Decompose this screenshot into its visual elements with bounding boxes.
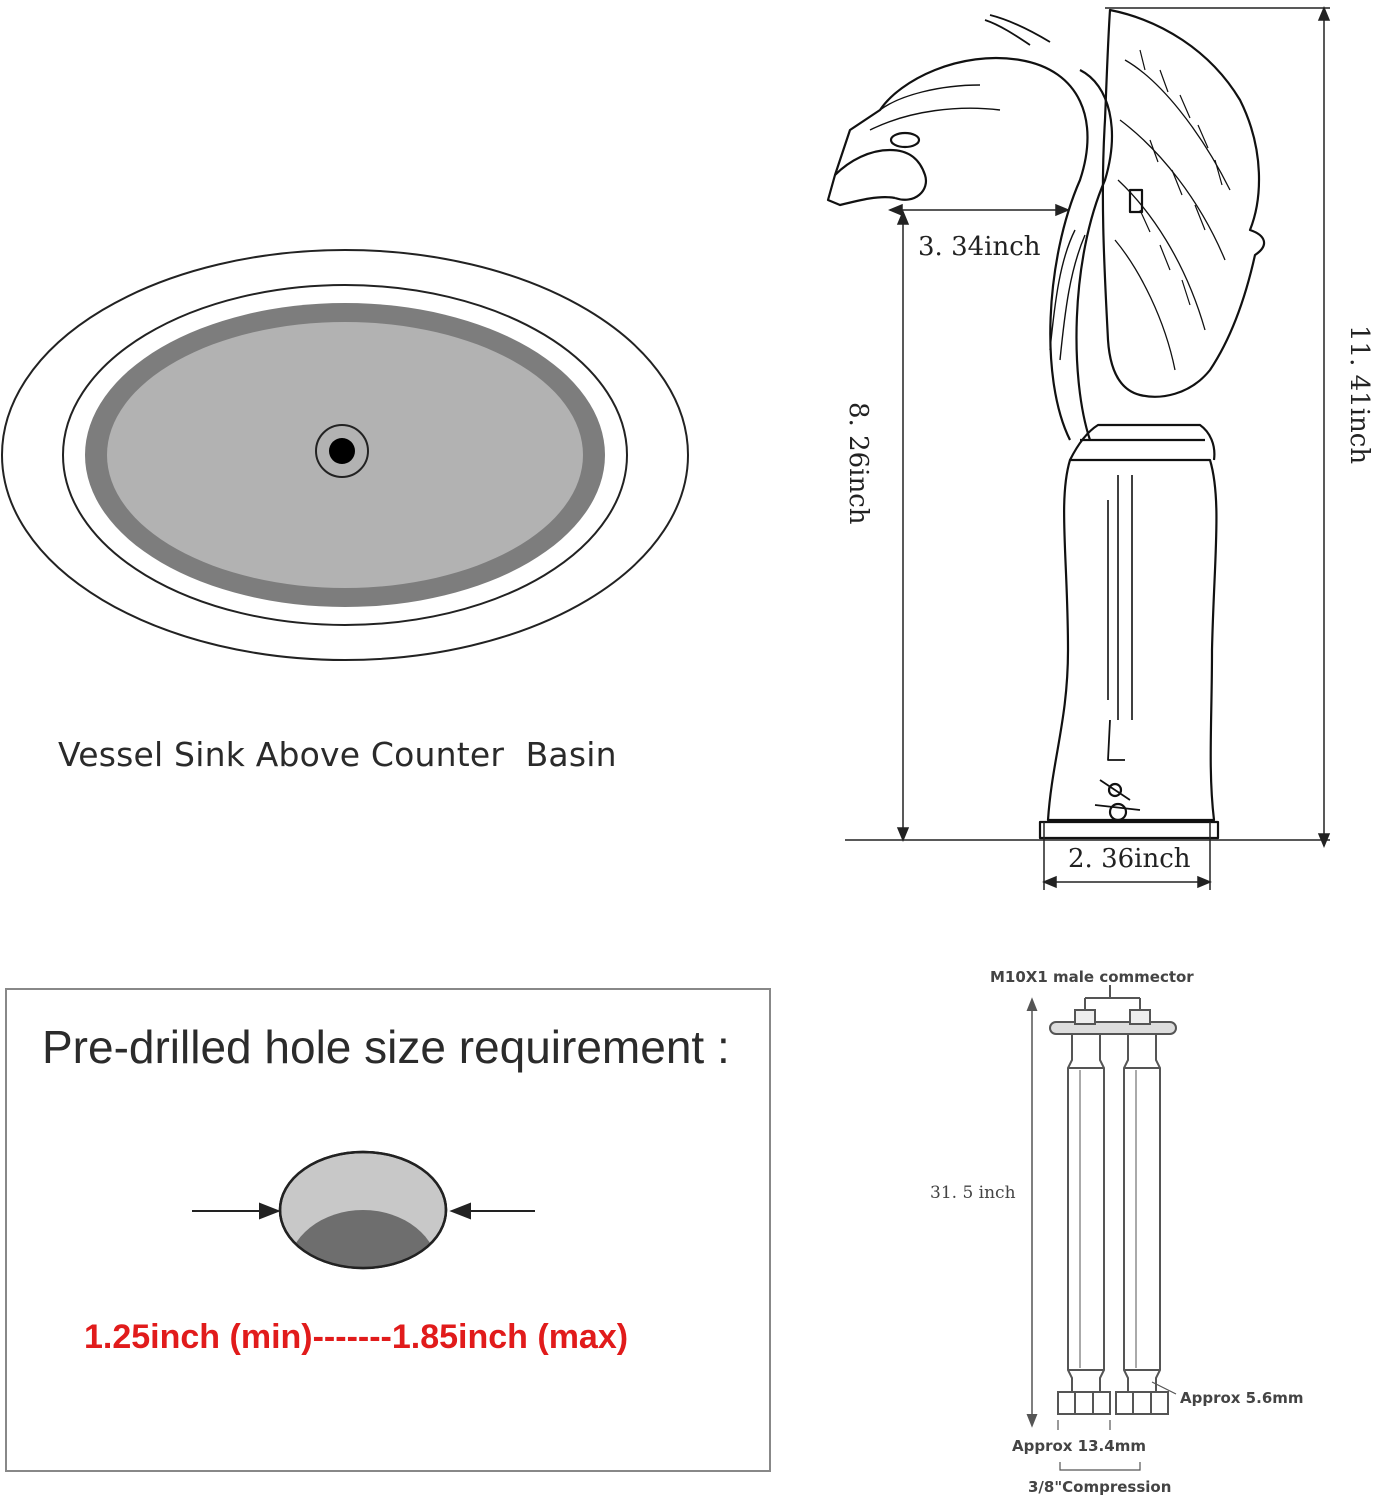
nut-size-label: Approx 13.4mm <box>1012 1437 1146 1455</box>
spout-reach-label: 3. 34inch <box>918 232 1041 262</box>
mounting-plate <box>1049 1021 1177 1035</box>
nut-right <box>1115 1391 1169 1415</box>
compression-label: 3/8"Compression <box>1028 1478 1172 1496</box>
faucet-base <box>1038 820 1220 840</box>
swan-wing <box>1101 8 1266 398</box>
sink-caption: Vessel Sink Above Counter Basin <box>58 735 617 774</box>
nut-left <box>1057 1391 1111 1415</box>
hose-right <box>1123 1035 1161 1392</box>
swan-neck <box>826 56 1089 441</box>
vessel-sink-drawing <box>1 249 689 661</box>
hole-requirement-title: Pre-drilled hole size requirement : <box>42 1021 730 1073</box>
drain-ring <box>315 424 369 478</box>
inner-diameter-label: Approx 5.6mm <box>1180 1389 1304 1407</box>
faucet-column <box>1046 458 1218 822</box>
hole-size-range: 1.25inch (min)-------1.85inch (max) <box>84 1318 629 1356</box>
connector-label: M10X1 male commector <box>990 968 1194 986</box>
hose-left <box>1067 1035 1105 1392</box>
drain-hole <box>329 438 355 464</box>
hose-length-label: 31. 5 inch <box>930 1183 1016 1203</box>
base-diameter-label: 2. 36inch <box>1068 844 1191 874</box>
swan-faucet-drawing <box>826 6 1331 890</box>
hole-diagram <box>192 1150 535 1270</box>
